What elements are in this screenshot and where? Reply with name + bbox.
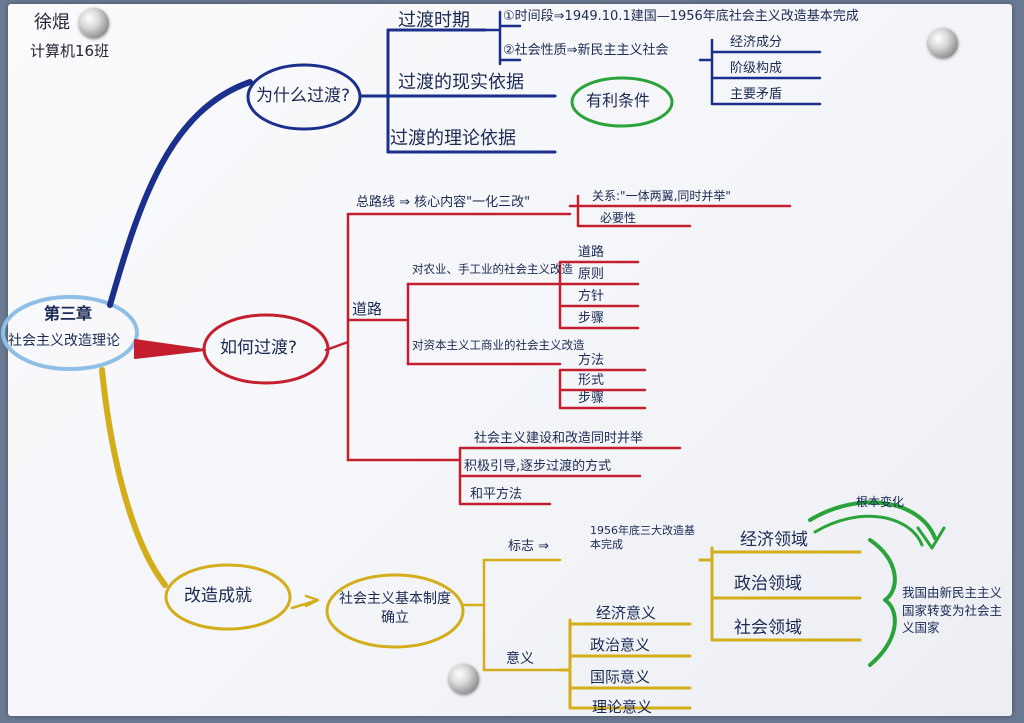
author-name: 徐焜 [34,12,70,33]
pushpin-icon [79,8,109,38]
achieve-sign: 标志 ⇒ [508,539,550,554]
pushpin-icon [928,28,958,58]
how-relation: 关系:"一体两翼,同时并举" [592,189,731,203]
branch-achieve [99,367,168,588]
branch-why [107,79,253,308]
why-period: 过渡时期 [398,10,470,31]
meaning-item: 国际意义 [590,668,651,686]
why-real-basis: 过渡的现实依据 [398,72,524,93]
author-class: 计算机16班 [30,42,110,60]
achieve-fundamental: 根本变化 [856,495,905,509]
nature-item: 阶级构成 [730,61,783,76]
meaning-item: 理论意义 [592,698,653,716]
how-necessity: 必要性 [600,211,637,225]
meaning-item: 政治意义 [590,636,651,654]
capital-item: 形式 [578,373,605,388]
how-node: 如何过渡? [220,338,298,358]
achieve-sign-value: 1956年底三大改造基本完成 [590,524,695,552]
how-experience: 和平方法 [470,487,523,502]
branch-how [134,339,206,359]
why-node: 为什么过渡? [256,86,351,106]
why-period-nature: ②社会性质⇒新民主主义社会 [503,43,669,58]
achieve-system: 社会主义基本制度确立 [339,591,451,626]
how-experience: 社会主义建设和改造同时并举 [474,431,644,446]
agri-item: 方针 [578,289,605,304]
center-node-outline [1,295,139,371]
meaning-item: 经济意义 [596,604,657,622]
pushpin-icon [449,664,479,694]
why-theory-basis: 过渡的理论依据 [390,128,516,149]
agri-item: 原则 [578,267,605,282]
capital-item: 方法 [578,353,605,368]
nature-item: 主要矛盾 [730,87,783,102]
nature-item: 经济成分 [730,35,783,50]
capital-item: 步骤 [578,391,605,406]
agri-item: 步骤 [578,311,605,326]
how-capital-title: 对资本主义工商业的社会主义改造 [412,338,585,352]
how-agri-title: 对农业、手工业的社会主义改造 [412,262,573,276]
achieve-conclusion: 我国由新民主主义国家转变为社会主义国家 [902,585,1003,635]
why-period-stage: ①时间段⇒1949.10.1建国—1956年底社会主义改造基本完成 [503,9,859,24]
center-title: 第三章 [44,304,93,323]
center-subtitle: 社会主义改造理论 [8,333,120,349]
agri-item: 道路 [578,245,605,260]
achieve-field: 政治领域 [734,574,802,594]
how-general-line: 总路线 ⇒ 核心内容"一化三改" [356,195,531,210]
achieve-node: 改造成就 [184,586,252,606]
why-favorable: 有利条件 [586,91,651,110]
achieve-field: 社会领域 [734,618,802,638]
how-road: 道路 [352,300,383,318]
achieve-field: 经济领域 [740,530,808,550]
achieve-meaning: 意义 [506,651,534,667]
how-experience: 积极引导,逐步过渡的方式 [464,459,612,474]
